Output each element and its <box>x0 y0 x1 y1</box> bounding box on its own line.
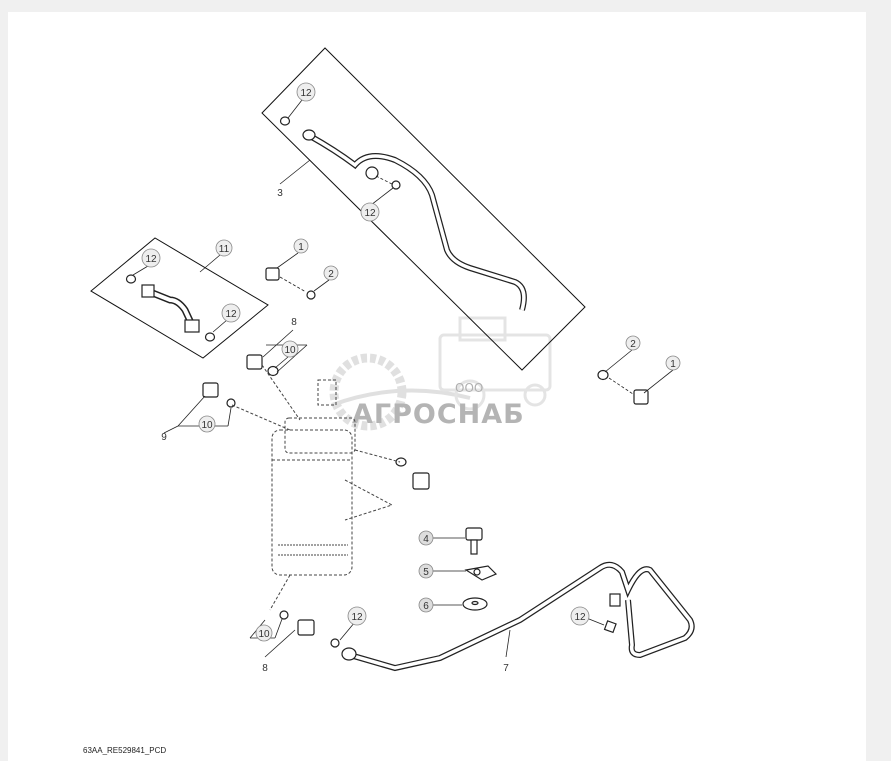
callout-10-left: 10 <box>198 415 216 433</box>
fuel-line-3 <box>279 116 527 311</box>
callout-10-bottom: 10 <box>255 624 273 642</box>
svg-text:2: 2 <box>328 269 334 280</box>
callout-12-right-line: 12 <box>570 606 590 626</box>
callout-10-top: 10 <box>281 340 299 358</box>
callout-12-top: 12 <box>296 82 316 102</box>
callout-2-top: 2 <box>323 265 339 281</box>
diagram-code: 63AA_RE529841_PCD <box>83 746 167 755</box>
callout-12-bottom: 12 <box>347 606 367 626</box>
watermark-name-text: АГРОСНАБ <box>352 399 525 430</box>
leader-lines <box>132 99 674 658</box>
assembly-11-box <box>90 237 269 359</box>
callout-12-left-box: 12 <box>141 248 161 268</box>
svg-text:12: 12 <box>145 254 157 265</box>
callout-2-right: 2 <box>625 335 641 351</box>
callout-1-top: 1 <box>293 238 309 254</box>
watermark-logo <box>329 316 552 431</box>
watermark-small-text: ООО <box>455 381 483 395</box>
svg-text:12: 12 <box>351 612 363 623</box>
fitting-11 <box>125 274 216 342</box>
callout-12-box-right: 12 <box>221 303 241 323</box>
svg-text:1: 1 <box>670 359 676 370</box>
fuel-line-7 <box>330 561 695 672</box>
svg-text:4: 4 <box>423 534 429 545</box>
svg-text:10: 10 <box>284 345 296 356</box>
callout-4: 4 <box>418 530 434 546</box>
assembly-3-box <box>261 47 586 371</box>
svg-text:7: 7 <box>503 663 509 674</box>
clip-5 <box>464 565 498 581</box>
callout-6: 6 <box>418 597 434 613</box>
bolt-4 <box>465 527 483 555</box>
callout-8-top: 8 <box>291 317 297 328</box>
svg-text:2: 2 <box>630 339 636 350</box>
svg-text:11: 11 <box>219 244 230 255</box>
callout-11: 11 <box>215 239 233 257</box>
fittings-bottom-left <box>279 610 315 636</box>
diagram-sheet <box>8 12 866 761</box>
callout-7: 7 <box>503 663 509 674</box>
svg-text:1: 1 <box>298 242 304 253</box>
svg-text:8: 8 <box>291 317 297 328</box>
svg-text:12: 12 <box>300 88 312 99</box>
svg-text:9: 9 <box>161 432 167 443</box>
callout-1-right: 1 <box>665 355 681 371</box>
svg-text:5: 5 <box>423 567 429 578</box>
svg-text:6: 6 <box>423 601 429 612</box>
svg-text:12: 12 <box>225 309 237 320</box>
svg-text:8: 8 <box>262 663 268 674</box>
svg-text:10: 10 <box>258 629 270 640</box>
loose-fittings-top <box>202 267 316 408</box>
callout-5: 5 <box>418 563 434 579</box>
filter-housing <box>231 364 401 611</box>
callout-3: 3 <box>277 188 283 199</box>
svg-text:3: 3 <box>277 188 283 199</box>
svg-text:12: 12 <box>574 612 586 623</box>
svg-text:10: 10 <box>201 420 213 431</box>
callout-8-bottom: 8 <box>262 663 268 674</box>
callout-12-upper-right: 12 <box>360 202 380 222</box>
callout-9: 9 <box>161 432 167 443</box>
washer-6 <box>462 597 488 611</box>
svg-text:12: 12 <box>364 208 376 219</box>
loose-fittings-right <box>395 369 649 490</box>
